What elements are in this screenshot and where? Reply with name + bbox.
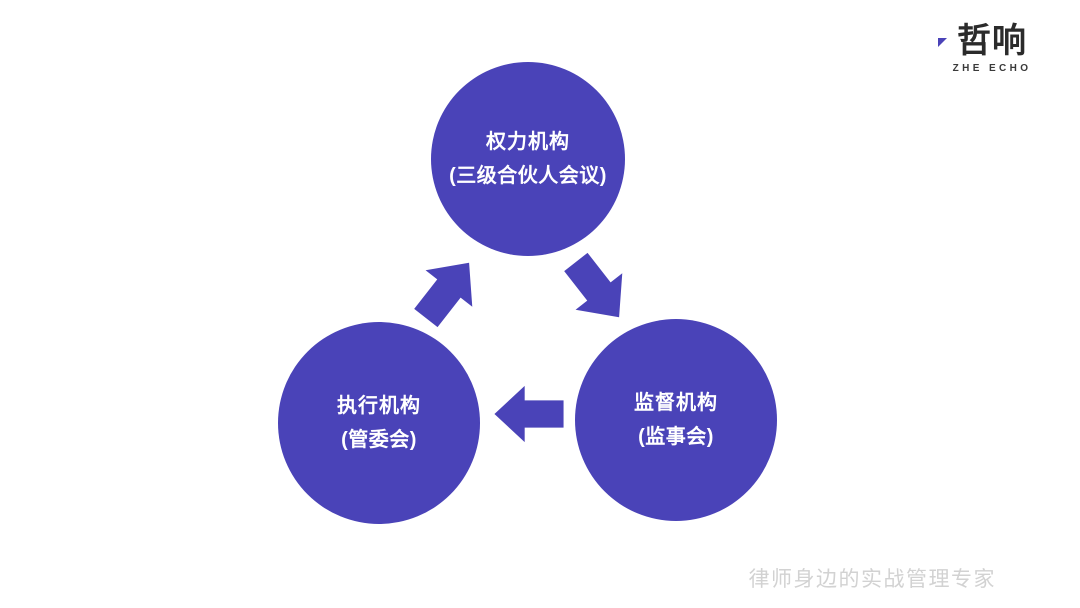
node-executive-subtitle: (管委会) [341,429,417,451]
arrow-power-to-supervisory-icon [564,252,623,318]
logo-subtitle: ZHE ECHO [952,63,1032,74]
diagram-node-supervisory[interactable]: 监督机构 (监事会) [575,319,777,521]
node-executive-title: 执行机构 [337,395,421,417]
node-supervisory-subtitle: (监事会) [638,426,714,448]
footer-tagline: 律师身边的实战管理专家 [748,568,996,591]
node-supervisory-title: 监督机构 [634,392,718,414]
node-power-subtitle: (三级合伙人会议) [449,165,607,187]
arrow-executive-to-power-icon [414,262,473,328]
logo-wordmark: 哲响 [936,22,1048,60]
node-power-title: 权力机构 [486,131,570,153]
arrow-supervisory-to-executive-icon [494,385,564,443]
brand-logo: 哲响 ZHE ECHO [936,22,1048,74]
logo-mark-text: 哲响 [957,21,1027,61]
diagram-node-power[interactable]: 权力机构 (三级合伙人会议) [431,62,625,256]
diagram-node-executive[interactable]: 执行机构 (管委会) [278,322,480,524]
logo-triangle-accent-icon [938,38,947,47]
